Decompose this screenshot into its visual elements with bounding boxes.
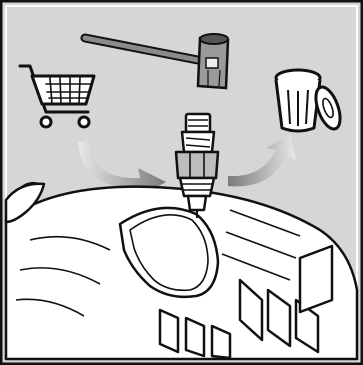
- spark-plug-replacement-illustration: [0, 0, 363, 365]
- illustration-frame: [0, 0, 363, 365]
